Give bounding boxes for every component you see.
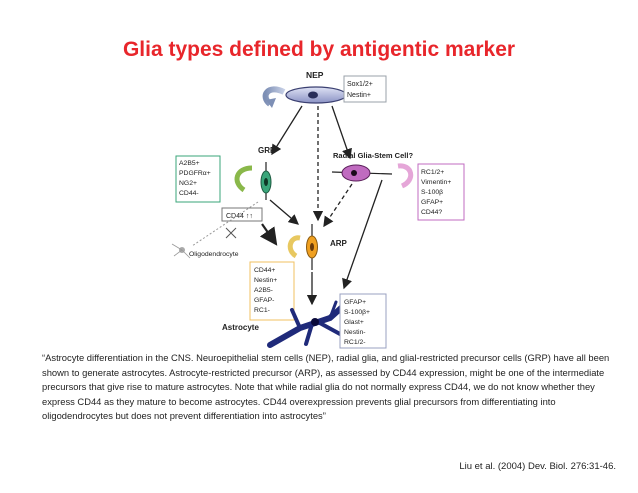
radial-marker: GFAP+ xyxy=(421,199,443,206)
oligodendrocyte-cell xyxy=(171,243,191,259)
grp-marker: A2B5+ xyxy=(179,160,200,167)
oligodendrocyte-label: Oligodendrocyte xyxy=(189,251,239,258)
cd44-box: CD44 ↑↑ xyxy=(221,207,263,222)
astrocyte-marker: GFAP+ xyxy=(344,299,366,306)
grp-self-renew-icon xyxy=(234,165,253,193)
arp-marker: GFAP- xyxy=(254,297,274,304)
grp-to-oligo-arrow xyxy=(191,201,259,247)
radial-to-arp-arrow xyxy=(323,183,353,228)
glia-diagram: NEP Sox1/2+ Nestin+ GRP A2B5+ PDGFRα+ NG… xyxy=(171,70,465,349)
grp-marker: CD44- xyxy=(179,190,199,197)
radial-marker: CD44? xyxy=(421,209,442,216)
astrocyte-marker: Nestin- xyxy=(344,329,366,336)
nep-self-renew-arrowhead-icon xyxy=(266,98,276,108)
nep-marker: Sox1/2+ xyxy=(347,81,373,88)
grp-marker: PDGFRα+ xyxy=(179,170,211,177)
nep-to-grp-arrow xyxy=(271,105,303,156)
arp-self-renew-icon xyxy=(287,235,301,259)
radial-marker-box: RC1/2+ Vimentin+ S-100β GFAP+ CD44? xyxy=(417,163,465,221)
astrocyte-label: Astrocyte xyxy=(222,323,259,332)
radial-marker: RC1/2+ xyxy=(421,169,444,176)
radial-glia-cell xyxy=(331,164,393,182)
astrocyte-marker: S-100β+ xyxy=(344,309,370,316)
block-icon xyxy=(225,227,237,239)
radial-glia-label: Radial Glia-Stem Cell? xyxy=(333,151,413,160)
grp-cd44-arrow xyxy=(259,223,278,246)
arp-marker: RC1- xyxy=(254,307,270,314)
arp-label: ARP xyxy=(330,239,348,248)
citation: Liu et al. (2004) Dev. Biol. 276:31-46. xyxy=(459,461,616,472)
arp-marker: A2B5- xyxy=(254,287,273,294)
nep-label: NEP xyxy=(306,70,324,80)
cd44-label: CD44 ↑↑ xyxy=(226,213,253,220)
arp-cell xyxy=(306,224,318,270)
page-title: Glia types defined by antigentic marker xyxy=(122,38,516,61)
radial-marker: Vimentin+ xyxy=(421,179,451,186)
arp-marker: CD44+ xyxy=(254,267,275,274)
nep-cell xyxy=(285,86,347,104)
radial-self-renew-icon xyxy=(397,163,414,189)
radial-marker: S-100β xyxy=(421,189,443,196)
nep-marker-box: Sox1/2+ Nestin+ xyxy=(343,75,387,103)
grp-marker-box: A2B5+ PDGFRα+ NG2+ CD44- xyxy=(175,155,221,203)
grp-cell xyxy=(260,162,272,200)
nep-marker: Nestin+ xyxy=(347,92,371,99)
grp-to-arp-arrow xyxy=(269,199,299,225)
arp-marker: Nestin+ xyxy=(254,277,277,284)
astrocyte-marker-box: GFAP+ S-100β+ Glast+ Nestin- RC1/2- xyxy=(339,293,387,349)
nep-to-radial-arrow xyxy=(331,105,352,160)
radial-to-astrocyte-arrow xyxy=(342,179,383,290)
grp-marker: NG2+ xyxy=(179,180,197,187)
arp-marker-box: CD44+ Nestin+ A2B5- GFAP- RC1- xyxy=(249,261,295,321)
astrocyte-marker: Glast+ xyxy=(344,319,364,326)
astrocyte-marker: RC1/2- xyxy=(344,339,366,346)
figure-caption: “Astrocyte differentiation in the CNS. N… xyxy=(42,352,610,421)
grp-label: GRP xyxy=(258,146,276,155)
